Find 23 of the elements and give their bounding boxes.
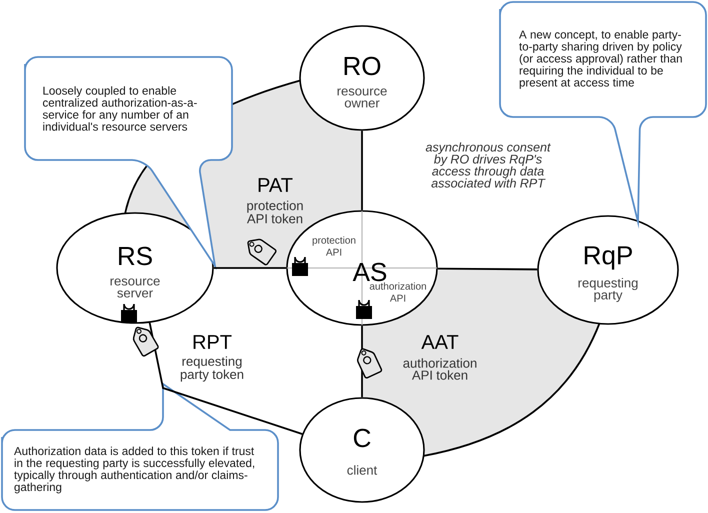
node-label: client — [347, 465, 378, 475]
node-label: RS — [119, 246, 152, 266]
connector-line — [361, 130, 363, 210]
callout-bubble: Authorization data is added to this token if trust in the requesting party is successfully elevated, typically through authentication and/or claims-gathering — [1, 383, 279, 511]
connector-line — [148, 322, 302, 435]
connector-line — [438, 268, 538, 270]
node-label: RO — [344, 56, 380, 76]
node-label: requesting party — [578, 278, 638, 302]
connector-line — [214, 267, 286, 269]
text-label: PAT — [258, 178, 293, 192]
text-label: requesting party token — [180, 356, 244, 382]
text-label: authorization API token — [403, 358, 476, 380]
node-label: C — [354, 428, 370, 448]
text-label: protection API token — [247, 200, 303, 224]
node-label: RqP — [584, 246, 632, 270]
node-label: resource owner — [338, 88, 387, 108]
node-label: resource server — [110, 278, 160, 298]
text-label: RPT — [194, 335, 232, 349]
node-label: protection API — [312, 236, 356, 256]
text-label: AAT — [421, 335, 458, 349]
connector-line — [361, 326, 363, 398]
node-label: AS — [352, 262, 386, 282]
node-label: authorization API — [370, 282, 426, 302]
